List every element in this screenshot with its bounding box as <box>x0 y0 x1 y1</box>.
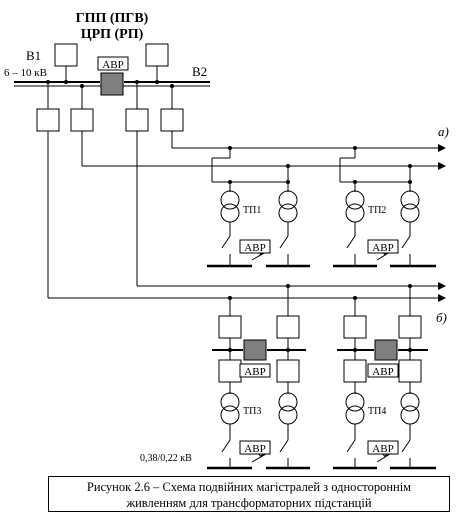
avr-section-label: АВР <box>102 59 123 71</box>
feeder-breaker-3 <box>125 108 149 132</box>
avr-tp1-label: АВР <box>244 242 265 254</box>
lv-breaker-tp4a <box>343 359 367 383</box>
figure-caption: Рисунок 2.6 – Схема подвійних магістрале… <box>48 476 450 512</box>
header-line2: ЦРП (РП) <box>81 27 144 42</box>
avr-section-box <box>100 72 124 96</box>
transformer-tp1b <box>278 190 298 223</box>
tp4-label: ТП4 <box>368 406 386 417</box>
lv-voltage-label: 0,38/0,22 кВ <box>140 453 192 464</box>
avr-tp2-label: АВР <box>372 242 393 254</box>
supply-breaker-1 <box>54 43 78 67</box>
lv-breaker-tp3a <box>218 359 242 383</box>
feeder-breaker-2 <box>70 108 94 132</box>
bus1-label: В1 <box>26 48 41 63</box>
transformer-tp2b <box>400 190 420 223</box>
tp1-label: ТП1 <box>243 205 261 216</box>
supply-breaker-2 <box>145 43 169 67</box>
tp3-label: ТП3 <box>243 406 261 417</box>
hv-voltage-label: 6 – 10 кВ <box>4 67 47 79</box>
bus2-label: В2 <box>192 64 207 79</box>
transformer-tp4a <box>345 392 365 425</box>
variant-b-label: б) <box>436 310 447 325</box>
avr-tp4-hv-box <box>374 339 398 361</box>
caption-line2: живленням для трансформаторних підстанці… <box>126 496 372 510</box>
feeder-breaker-4 <box>160 108 184 132</box>
transformer-tp1a <box>220 190 240 223</box>
tp2-label: ТП2 <box>368 205 386 216</box>
transformer-tp2a <box>345 190 365 223</box>
lv-breaker-tp3b <box>276 359 300 383</box>
caption-line1: Рисунок 2.6 – Схема подвійних магістрале… <box>86 480 412 494</box>
avr-tp3-lv-label: АВР <box>244 443 265 455</box>
hv-breaker-tp3b <box>276 315 300 339</box>
variant-a-label: а) <box>438 124 449 139</box>
transformer-tp3a <box>220 392 240 425</box>
avr-tp4-mid-label: АВР <box>372 366 393 378</box>
avr-tp3-mid-label: АВР <box>244 366 265 378</box>
avr-tp3-hv-box <box>243 339 267 361</box>
feeder-breaker-1 <box>36 108 60 132</box>
hv-breaker-tp4a <box>343 315 367 339</box>
avr-tp4-lv-label: АВР <box>372 443 393 455</box>
header-line1: ГПП (ПГВ) <box>76 11 149 26</box>
transformer-tp4b <box>400 392 420 425</box>
transformer-tp3b <box>278 392 298 425</box>
hv-breaker-tp3a <box>218 315 242 339</box>
hv-breaker-tp4b <box>398 315 422 339</box>
avr-section-tag <box>97 56 129 71</box>
lv-breaker-tp4b <box>398 359 422 383</box>
